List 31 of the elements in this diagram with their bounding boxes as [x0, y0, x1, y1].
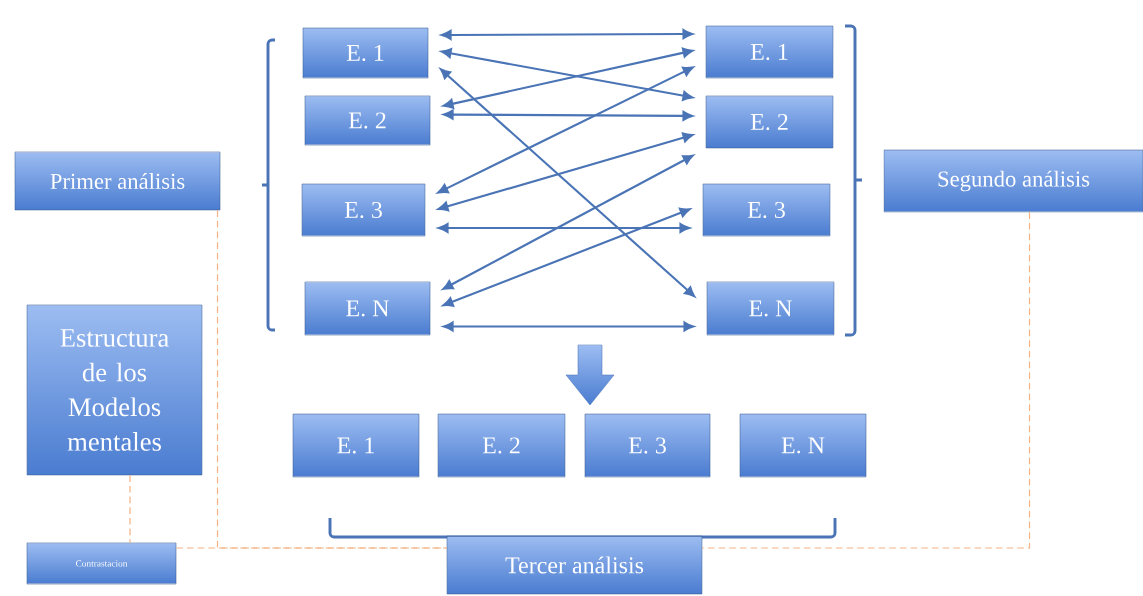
- arrow: [442, 207, 691, 307]
- process-box: Tercer análisis: [446, 535, 703, 595]
- process-box: E. 3: [702, 183, 831, 237]
- process-box: E. 2: [705, 95, 834, 149]
- process-box: E. 2: [437, 413, 566, 478]
- connector-line: [701, 211, 1031, 549]
- arrow: [440, 48, 694, 101]
- process-box: E. 2: [304, 95, 431, 146]
- process-box: E. 1: [292, 413, 420, 478]
- arrow: [442, 109, 694, 121]
- arrow: [437, 132, 694, 212]
- process-box: Segundo análisis: [883, 149, 1143, 213]
- arrow: [437, 222, 691, 233]
- process-box: E. N: [304, 281, 431, 336]
- arrow: [440, 68, 696, 298]
- arrow: [440, 29, 694, 40]
- process-box: E. 1: [302, 27, 429, 79]
- process-box: Contrastacion: [26, 542, 177, 585]
- connector-line: [129, 474, 131, 544]
- process-box: E. 3: [584, 413, 711, 478]
- arrow: [442, 154, 694, 290]
- arrow: [437, 66, 694, 194]
- process-box: E. N: [706, 281, 835, 336]
- process-box: E. 3: [301, 183, 426, 237]
- arrow: [442, 47, 694, 109]
- process-box: E. N: [739, 413, 867, 478]
- connector-line: [216, 209, 448, 549]
- process-box: Primer análisis: [14, 151, 221, 211]
- arrow: [442, 321, 695, 332]
- process-box: Estructura de los Modelos mentales: [26, 304, 203, 476]
- process-box: E. 1: [705, 25, 834, 79]
